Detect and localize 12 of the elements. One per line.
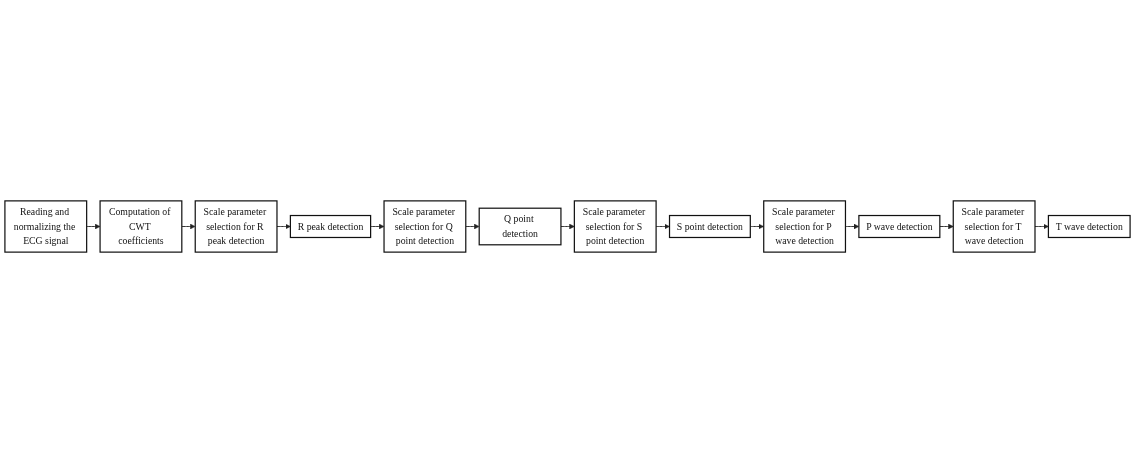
node-box: Scale parameter selection for S point detection: [573, 199, 657, 253]
node-box: Scale parameter selection for R peak detection: [194, 199, 278, 253]
node-box: P wave detection: [858, 214, 941, 238]
node-box: Scale parameter selection for T wave detection: [952, 199, 1036, 253]
node-box: S point detection: [668, 214, 751, 238]
node-box: T wave detection: [1047, 214, 1131, 238]
node-box: Q point detection: [478, 207, 562, 245]
node-box: Scale parameter selection for P wave detection: [763, 199, 847, 253]
node-box: Computation of CWT coefficients: [99, 199, 183, 253]
node-box: Reading and normalizing the ECG signal: [4, 199, 88, 253]
node-box: R peak detection: [289, 214, 372, 238]
node-box: Scale parameter selection for Q point detection: [383, 199, 467, 253]
